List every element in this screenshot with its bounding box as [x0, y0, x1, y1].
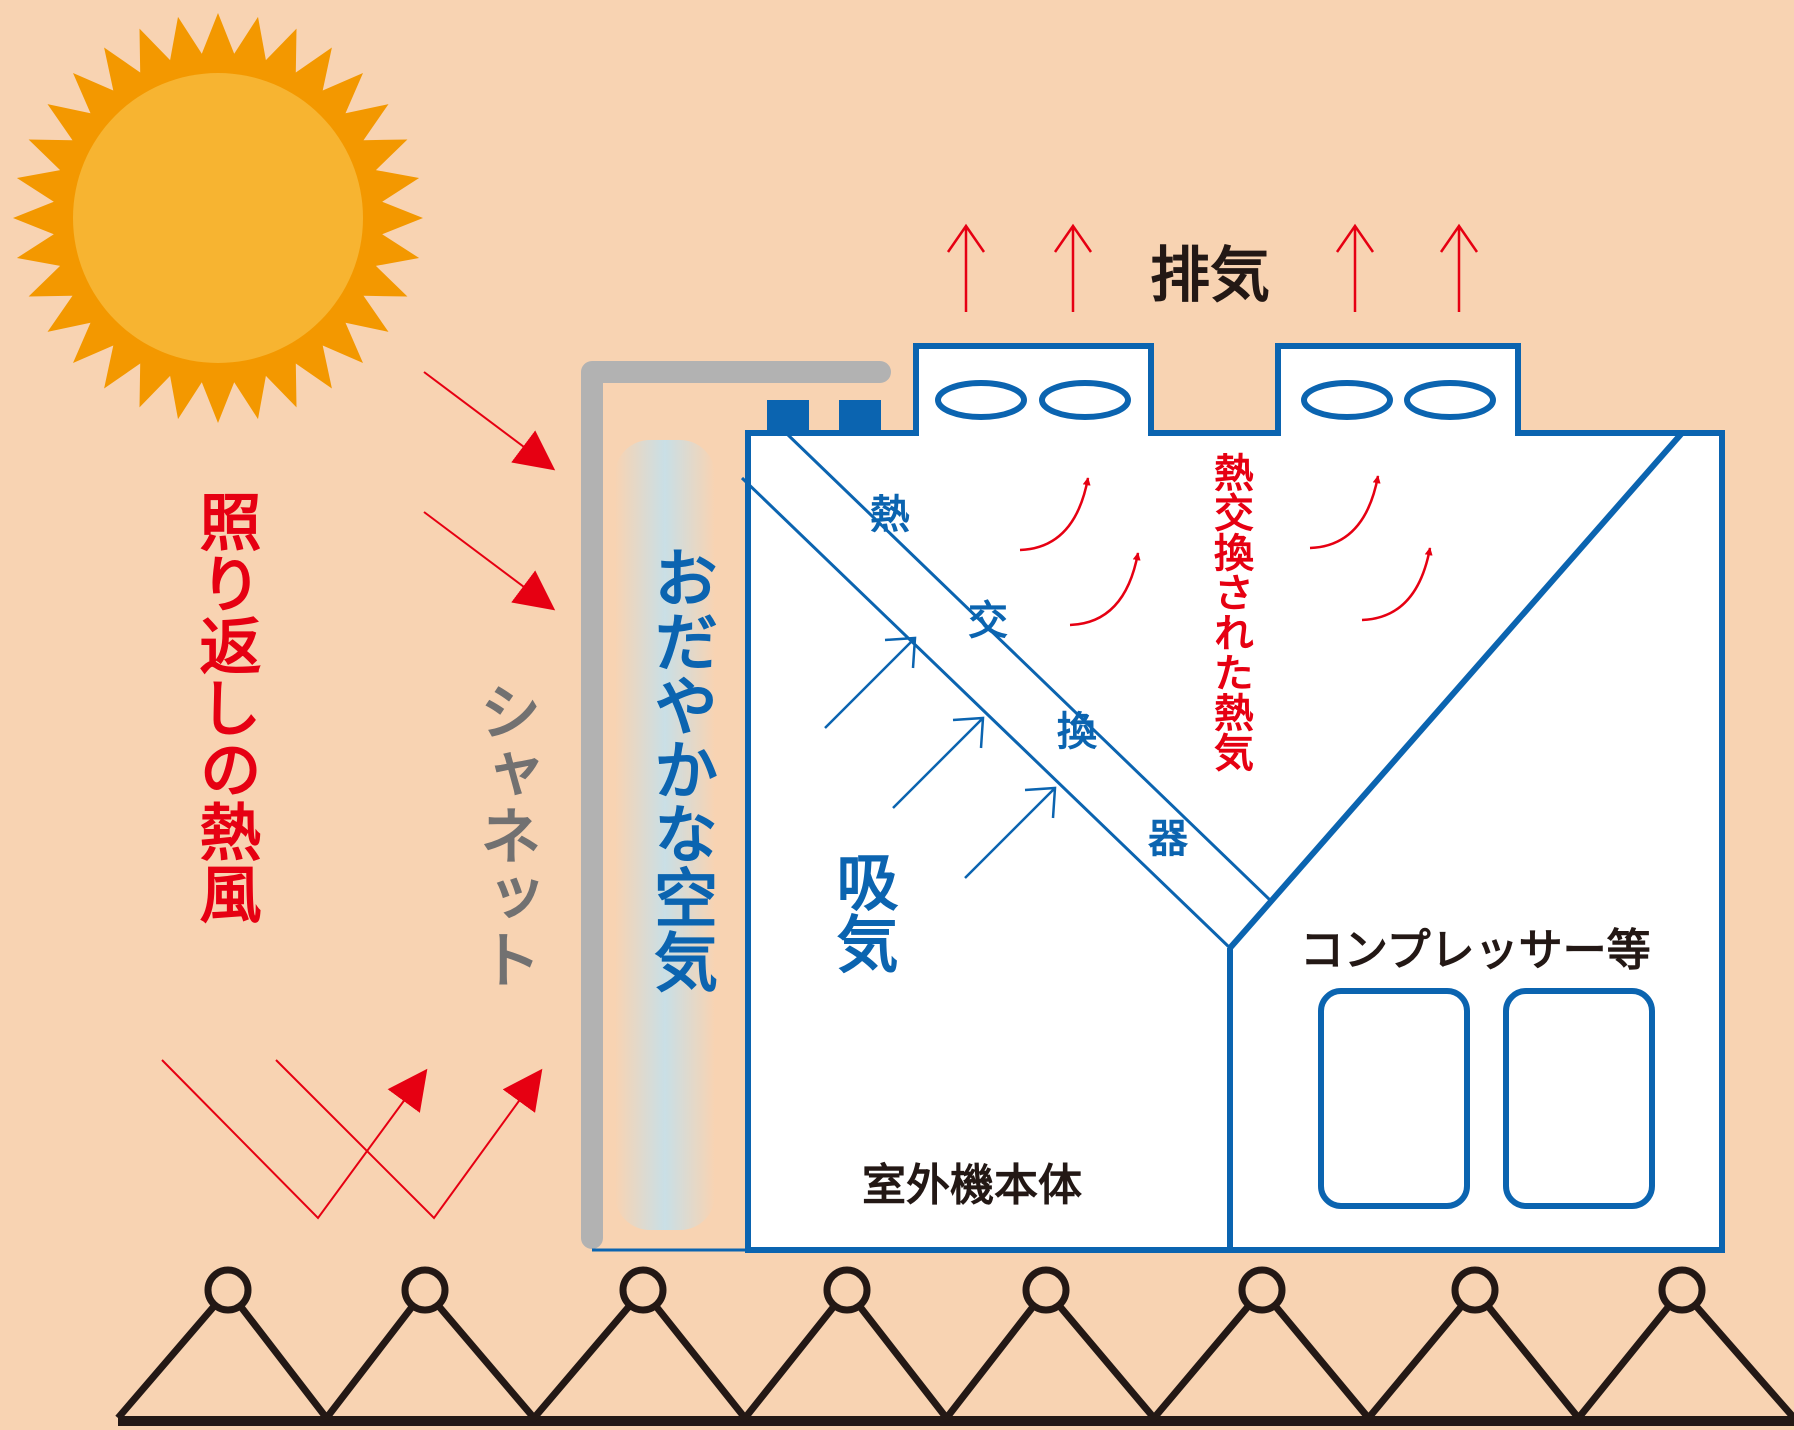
- label-hx-1: 熱: [870, 492, 910, 538]
- compressor-box-right: [1503, 988, 1655, 1209]
- label-shade-net: シャネット: [469, 680, 542, 990]
- ground-ring: [401, 1266, 449, 1314]
- label-compressor: コンプレッサー等: [1300, 925, 1651, 976]
- heat-exchanger: [740, 431, 1272, 950]
- label-heat-wind: 照り返しの熱風: [189, 490, 262, 924]
- calm-air-glow: [615, 440, 715, 1230]
- label-exhaust: 排気: [1150, 241, 1270, 311]
- sun-icon: [13, 13, 423, 423]
- ground-ring: [1022, 1266, 1070, 1314]
- exhaust-arrows: [946, 223, 1479, 312]
- ground-ring: [823, 1266, 871, 1314]
- ground-ring: [1658, 1266, 1706, 1314]
- label-exchanged-heat: 熱交換された熱気: [1207, 452, 1254, 773]
- ground-ring: [204, 1266, 252, 1314]
- vent-left: [767, 400, 809, 433]
- label-hx-4: 器: [1148, 816, 1189, 862]
- shade-net: [581, 361, 891, 1249]
- hot-wind-arrows: [161, 371, 556, 1220]
- heated-air-arrows: [1019, 475, 1433, 627]
- label-hx-3: 換: [1057, 709, 1098, 755]
- ground-ring: [1451, 1266, 1499, 1314]
- ground-ring: [1238, 1266, 1286, 1314]
- intake-arrows: [824, 636, 1057, 879]
- vent-right: [839, 400, 881, 433]
- label-hx-2: 交: [968, 598, 1008, 644]
- fan-icons: [935, 380, 1496, 420]
- label-intake: 吸気: [826, 850, 899, 974]
- compressor-box-left: [1318, 988, 1470, 1209]
- ground-ring: [619, 1266, 667, 1314]
- outdoor-unit: [745, 343, 1725, 1253]
- label-unit-body: 室外機本体: [862, 1160, 1082, 1211]
- label-calm-air: おだやかな空気: [643, 545, 718, 993]
- ground: [115, 1266, 1794, 1426]
